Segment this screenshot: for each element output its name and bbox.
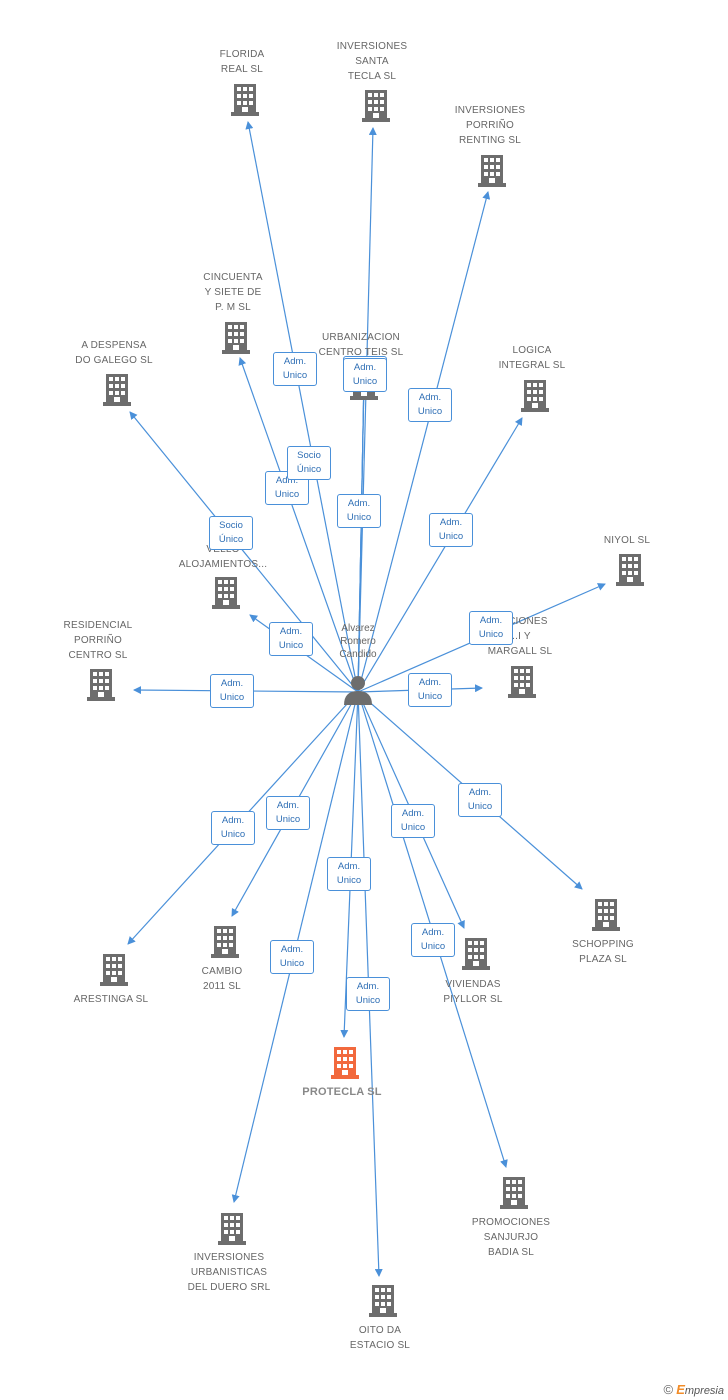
relation-badge-urbanizacion[interactable]: Adm. Unico: [337, 494, 381, 528]
building-icon-protecla[interactable]: [331, 1047, 359, 1079]
building-icon-duero[interactable]: [218, 1213, 246, 1245]
building-icon-porrino-renting[interactable]: [478, 155, 506, 187]
building-icon-viviendas[interactable]: [462, 938, 490, 970]
edge-florida: [245, 121, 359, 693]
relation-badge-promociones[interactable]: Adm. Unico: [270, 940, 314, 974]
edge-porrino-renting: [357, 191, 491, 693]
company-label-residencial[interactable]: RESIDENCIAL PORRIÑO CENTRO SL: [63, 620, 133, 661]
company-label-florida[interactable]: FLORIDA REAL SL: [219, 49, 265, 75]
brand-initial: E: [676, 1382, 685, 1397]
edge-cincuenta: [238, 357, 359, 693]
company-label-arestinga[interactable]: ARESTINGA SL: [73, 994, 149, 1005]
building-icon-schopping[interactable]: [592, 899, 620, 931]
company-label-margall[interactable]: ...ACIONES ...I Y MARGALL SL: [487, 616, 553, 657]
relation-badge-cambio[interactable]: Adm. Unico: [266, 796, 310, 830]
building-icon-margall[interactable]: [508, 666, 536, 698]
building-icon-residencial[interactable]: [87, 669, 115, 701]
building-icon-promociones[interactable]: [500, 1177, 528, 1209]
company-label-santa-tecla[interactable]: INVERSIONES SANTA TECLA SL: [336, 41, 408, 82]
building-icon-oito[interactable]: [369, 1285, 397, 1317]
edge-logica: [357, 417, 523, 693]
company-label-cambio[interactable]: CAMBIO 2011 SL: [201, 966, 243, 992]
relation-badge-urbanizacion[interactable]: Socio Único: [287, 446, 331, 480]
relation-badge-oito[interactable]: Adm. Unico: [346, 977, 390, 1011]
relation-badge-a-despensa[interactable]: Socio Único: [209, 516, 253, 550]
company-label-porrino-renting[interactable]: INVERSIONES PORRIÑO RENTING SL: [454, 105, 526, 146]
relation-badge-alojamientos[interactable]: Adm. Unico: [269, 622, 313, 656]
company-label-urbanizacion[interactable]: URBANIZACION CENTRO TEIS SL: [318, 332, 404, 358]
relation-badge-viviendas[interactable]: Adm. Unico: [391, 804, 435, 838]
building-icon-a-despensa[interactable]: [103, 374, 131, 406]
company-label-niyol[interactable]: NIYOL SL: [603, 535, 651, 546]
company-label-cincuenta[interactable]: CINCUENTA Y SIETE DE P. M SL: [203, 272, 263, 313]
company-label-viviendas[interactable]: VIVIENDAS PIYLLOR SL: [443, 979, 503, 1005]
relation-badge-niyol[interactable]: Adm. Unico: [469, 611, 513, 645]
company-label-a-despensa[interactable]: A DESPENSA DO GALEGO SL: [75, 340, 153, 366]
building-icon-niyol[interactable]: [616, 554, 644, 586]
edge-urbanizacion: [357, 377, 368, 693]
relation-badge-schopping[interactable]: Adm. Unico: [458, 783, 502, 817]
company-label-logica[interactable]: LOGICA INTEGRAL SL: [498, 345, 566, 371]
company-label-promociones[interactable]: PROMOCIONES SANJURJO BADIA SL: [471, 1217, 551, 1258]
relation-badge-urbanizacion[interactable]: Adm. Unico: [343, 358, 387, 392]
relation-badge-duero[interactable]: Adm. Unico: [411, 923, 455, 957]
edge-santa-tecla: [357, 127, 377, 693]
company-label-duero[interactable]: INVERSIONES URBANISTICAS DEL DUERO SRL: [187, 1252, 271, 1293]
building-icon-arestinga[interactable]: [100, 954, 128, 986]
company-label-protecla[interactable]: PROTECLA SL: [302, 1086, 382, 1098]
company-label-schopping[interactable]: SCHOPPING PLAZA SL: [572, 939, 634, 965]
building-icon-logica[interactable]: [521, 380, 549, 412]
person-node[interactable]: [344, 676, 372, 705]
relation-badge-residencial[interactable]: Adm. Unico: [210, 674, 254, 708]
relation-badge-margall[interactable]: Adm. Unico: [408, 673, 452, 707]
relation-badge-arestinga[interactable]: Adm. Unico: [211, 811, 255, 845]
brand-logo: © Empresia: [664, 1382, 724, 1397]
building-icon-florida[interactable]: [231, 84, 259, 116]
person-name[interactable]: Alvarez Romero Candido: [339, 623, 377, 660]
company-label-oito[interactable]: OITO DA ESTACIO SL: [349, 1325, 411, 1351]
building-icon-cincuenta[interactable]: [222, 322, 250, 354]
building-icon-alojamientos[interactable]: [212, 577, 240, 609]
relation-badge-logica[interactable]: Adm. Unico: [429, 513, 473, 547]
person-icon: [344, 676, 372, 705]
relation-badge-florida[interactable]: Adm. Unico: [273, 352, 317, 386]
edge-a-despensa: [129, 411, 359, 693]
brand-name: mpresia: [684, 1385, 724, 1397]
copyright-icon: ©: [663, 1382, 674, 1397]
building-icon-cambio[interactable]: [211, 926, 239, 958]
relation-badge-protecla[interactable]: Adm. Unico: [327, 857, 371, 891]
building-icon-santa-tecla[interactable]: [362, 90, 390, 122]
relation-badge-porrino-renting[interactable]: Adm. Unico: [408, 388, 452, 422]
